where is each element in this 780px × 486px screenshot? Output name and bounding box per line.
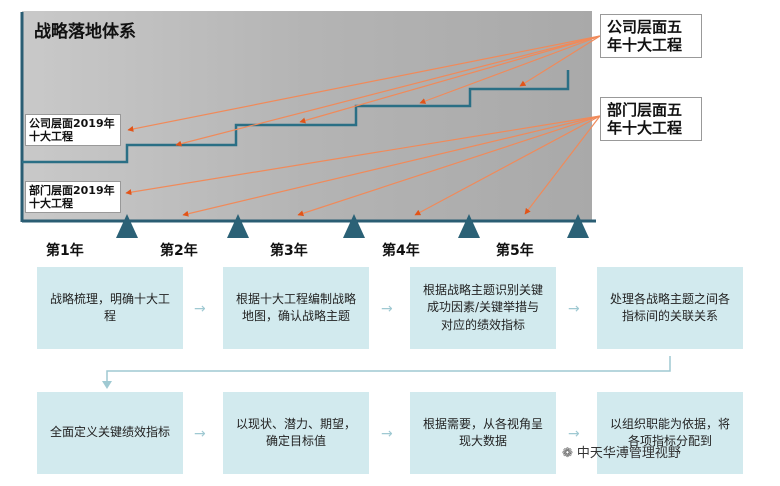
department-arrows xyxy=(125,115,601,217)
company-arrow-3 xyxy=(299,35,601,124)
flow-arrow-4: → xyxy=(194,426,206,442)
dept-5yr-callout: 部门层面五年十大工程 xyxy=(600,97,702,141)
diagram-title: 战略落地体系 xyxy=(34,22,136,42)
year-marker-5 xyxy=(567,214,589,238)
flow-arrow-1: → xyxy=(194,301,206,317)
watermark: ❁中天华溥管理视野 xyxy=(562,442,681,461)
flow-arrow-6: → xyxy=(568,426,580,442)
dept-arrow-2 xyxy=(182,115,601,217)
year-label-5: 第5年 xyxy=(496,243,534,259)
step-box-8: 以组织职能为依据，将各项指标分配到 xyxy=(597,392,743,474)
company-2019-callout: 公司层面2019年十大工程 xyxy=(25,114,121,147)
dept-arrow-4 xyxy=(414,115,601,216)
step-box-3: 根据战略主题识别关键成功因素/关键举措与对应的绩效指标 xyxy=(410,267,556,349)
year-marker-3 xyxy=(343,214,365,238)
flow-arrow-2: → xyxy=(381,301,393,317)
year-label-1: 第1年 xyxy=(46,243,84,259)
company-arrow-4 xyxy=(419,35,601,104)
dept-arrow-1 xyxy=(125,115,601,196)
row-wrap-connector xyxy=(106,356,671,383)
dept-arrow-3 xyxy=(297,115,601,217)
year-marker-1 xyxy=(116,214,138,238)
dept-2019-callout: 部门层面2019年十大工程 xyxy=(25,181,121,214)
staircase-line xyxy=(22,70,570,164)
step-box-2: 根据十大工程编制战略地图，确认战略主题 xyxy=(223,267,369,349)
dept-arrow-5 xyxy=(524,115,601,215)
flow-arrow-5: → xyxy=(381,426,393,442)
year-label-2: 第2年 xyxy=(160,243,198,259)
company-arrows xyxy=(127,35,601,147)
company-arrow-5 xyxy=(519,35,601,87)
wechat-icon: ❁ xyxy=(562,446,573,461)
year-marker-2 xyxy=(227,214,249,238)
step-box-6: 以现状、潜力、期望，确定目标值 xyxy=(223,392,369,474)
step-box-4: 处理各战略主题之间各指标间的关联关系 xyxy=(597,267,743,349)
dept-2019-label: 部门层面2019年十大工程 xyxy=(29,184,115,211)
company-5yr-label: 公司层面五年十大工程 xyxy=(607,18,683,54)
step-box-5: 全面定义关键绩效指标 xyxy=(37,392,183,474)
dept-5yr-label: 部门层面五年十大工程 xyxy=(607,101,683,137)
company-5yr-callout: 公司层面五年十大工程 xyxy=(600,14,702,58)
year-marker-4 xyxy=(458,214,480,238)
row-wrap-arrowhead xyxy=(102,381,112,389)
year-label-4: 第4年 xyxy=(382,243,420,259)
year-markers xyxy=(116,214,589,238)
company-arrow-1 xyxy=(127,35,601,132)
company-2019-label: 公司层面2019年十大工程 xyxy=(29,117,115,144)
year-label-3: 第3年 xyxy=(270,243,308,259)
watermark-text: 中天华溥管理视野 xyxy=(576,446,681,461)
flow-arrow-3: → xyxy=(568,301,580,317)
flow-connectors xyxy=(102,356,671,389)
company-arrow-2 xyxy=(175,35,601,147)
step-box-7: 根据需要，从各视角呈现大数据 xyxy=(410,392,556,474)
step-box-1: 战略梳理，明确十大工程 xyxy=(37,267,183,349)
